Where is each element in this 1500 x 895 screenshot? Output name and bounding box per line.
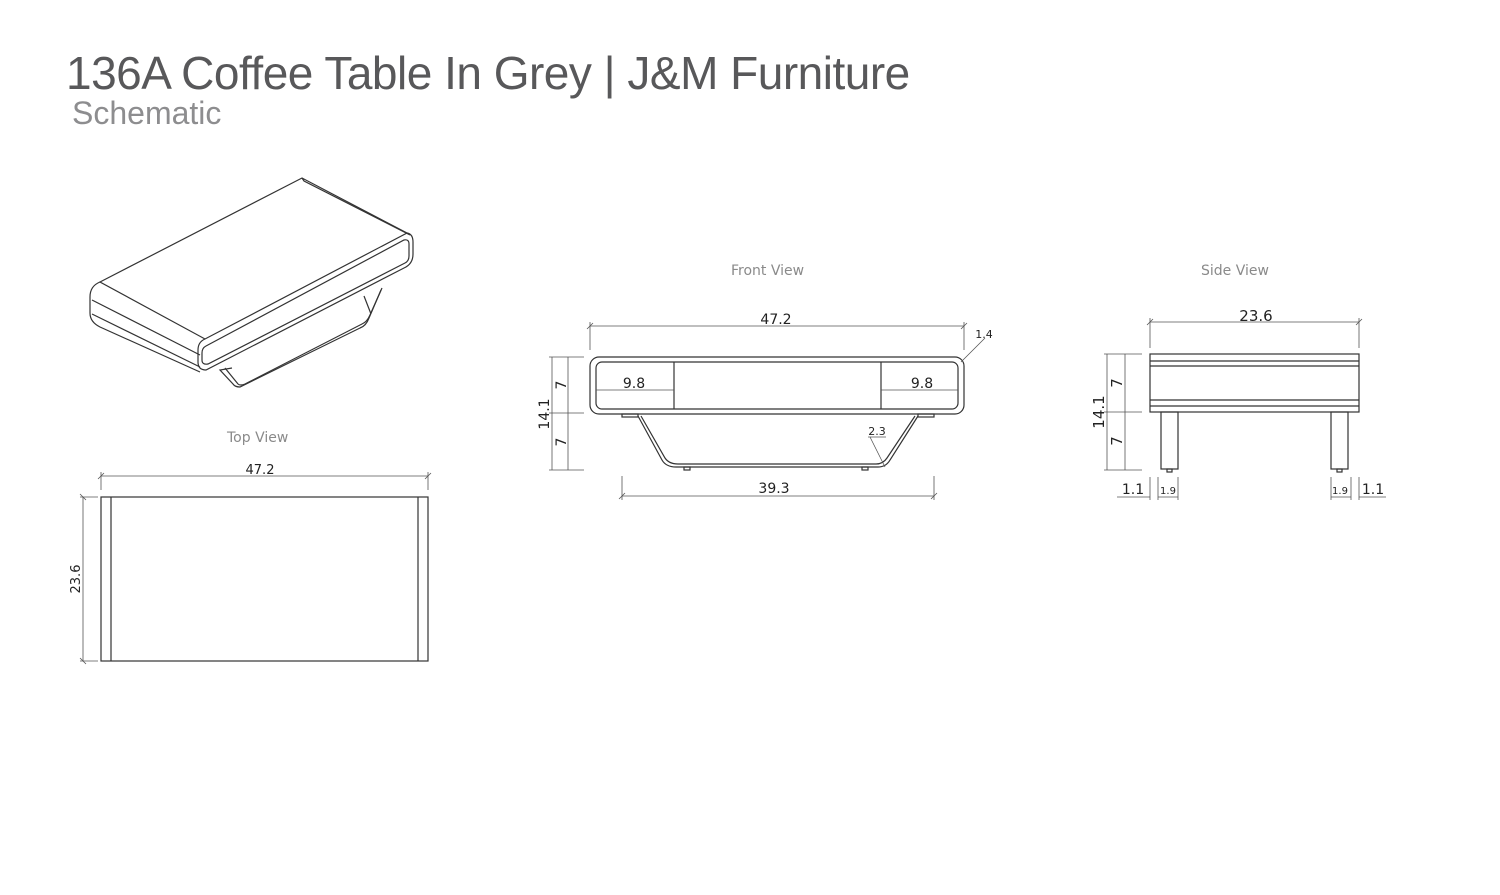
front-height-top-dim: 7 <box>554 381 570 390</box>
page-title: 136A Coffee Table In Grey | J&M Furnitur… <box>66 47 910 99</box>
side-height-total-dim: 14.1 <box>1090 395 1108 428</box>
side-view-label: Side View <box>1201 263 1269 279</box>
front-height-total-dim: 14.1 <box>537 398 553 429</box>
top-depth-dim: 23.6 <box>69 565 84 594</box>
top-view <box>100 496 429 662</box>
side-height-top-dim: 7 <box>1108 378 1126 388</box>
top-width-dim: 47.2 <box>246 463 275 478</box>
front-right-compartment-dim: 9.8 <box>911 376 933 392</box>
front-left-compartment-dim: 9.8 <box>623 376 645 392</box>
top-view-label: Top View <box>227 430 289 446</box>
front-view-label: Front View <box>731 263 805 279</box>
side-view <box>1149 353 1360 473</box>
page-subtitle: Schematic <box>72 95 222 131</box>
side-view-dimensions <box>1104 318 1386 500</box>
front-height-bottom-dim: 7 <box>554 438 570 447</box>
front-base-width-dim: 39.3 <box>758 481 789 497</box>
top-view-dimensions <box>79 472 432 665</box>
side-left-offset-dim: 1.1 <box>1122 482 1144 498</box>
isometric-view <box>89 177 414 388</box>
front-view-dimensions <box>549 322 986 500</box>
side-depth-dim: 23.6 <box>1239 307 1272 325</box>
front-corner-radius-dim: 1.4 <box>975 328 993 341</box>
front-width-dim: 47.2 <box>760 312 791 328</box>
side-height-bottom-dim: 7 <box>1108 436 1126 446</box>
front-base-radius-dim: 2.3 <box>868 425 886 438</box>
side-left-leg-dim: 1.9 <box>1160 486 1176 497</box>
front-view <box>589 356 965 471</box>
side-right-leg-dim: 1.9 <box>1332 486 1348 497</box>
side-right-offset-dim: 1.1 <box>1362 482 1384 498</box>
